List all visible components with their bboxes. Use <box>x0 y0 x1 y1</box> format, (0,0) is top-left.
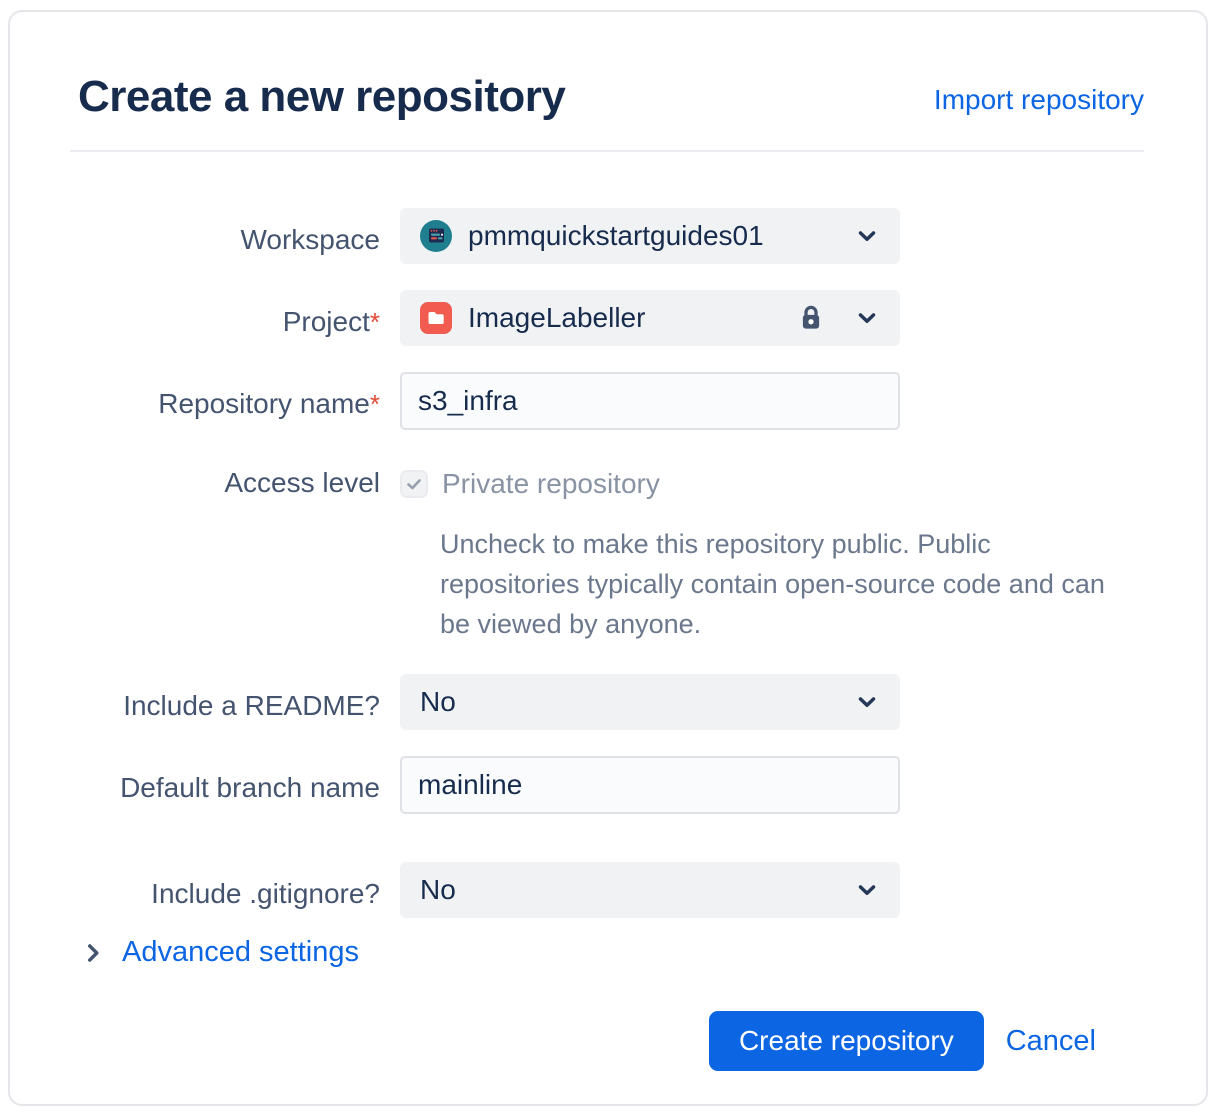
create-repository-form: Workspace pmmquickstartguides01 <box>70 208 1144 918</box>
project-label: Project* <box>282 306 380 337</box>
include-gitignore-select[interactable]: No <box>400 862 900 918</box>
create-repository-dialog: Create a new repository Import repositor… <box>8 10 1208 1106</box>
header-divider <box>70 150 1144 152</box>
project-folder-icon <box>420 302 452 334</box>
project-select[interactable]: ImageLabeller <box>400 290 900 346</box>
required-asterisk: * <box>369 307 380 337</box>
include-gitignore-label: Include .gitignore? <box>151 878 380 909</box>
cancel-button[interactable]: Cancel <box>1005 1024 1096 1057</box>
project-row: Project* ImageLabeller <box>70 290 1144 346</box>
page-title: Create a new repository <box>78 72 566 121</box>
create-repository-button[interactable]: Create repository <box>708 1011 984 1071</box>
chevron-down-icon <box>858 697 876 707</box>
repository-name-label: Repository name* <box>158 388 380 419</box>
workspace-select[interactable]: pmmquickstartguides01 <box>400 208 900 264</box>
advanced-settings-label: Advanced settings <box>122 936 359 968</box>
workspace-label: Workspace <box>240 224 380 255</box>
required-asterisk: * <box>369 389 380 419</box>
default-branch-row: Default branch name <box>70 756 1144 814</box>
checkmark-icon <box>407 479 421 490</box>
repository-name-input[interactable] <box>400 372 900 430</box>
access-level-help-text: Uncheck to make this repository public. … <box>440 529 1105 639</box>
repository-name-row: Repository name* <box>70 372 1144 430</box>
workspace-avatar-icon <box>420 220 452 252</box>
chevron-down-icon <box>858 231 876 241</box>
advanced-settings-toggle[interactable]: Advanced settings <box>80 936 1144 969</box>
dialog-actions: Create repository Cancel <box>70 1011 1144 1071</box>
lock-icon <box>802 305 820 329</box>
chevron-right-icon <box>88 943 99 962</box>
access-level-row: Access level Private repository Uncheck … <box>70 462 1144 644</box>
chevron-down-icon <box>858 313 876 323</box>
include-gitignore-value: No <box>420 874 456 905</box>
include-readme-row: Include a README? No <box>70 674 1144 730</box>
include-readme-value: No <box>420 686 456 717</box>
access-level-label: Access level <box>224 467 380 498</box>
private-repository-label: Private repository <box>442 468 660 499</box>
default-branch-input[interactable] <box>400 756 900 814</box>
dialog-header: Create a new repository Import repositor… <box>70 72 1144 122</box>
workspace-row: Workspace pmmquickstartguides01 <box>70 208 1144 264</box>
workspace-value: pmmquickstartguides01 <box>468 220 764 251</box>
default-branch-label: Default branch name <box>120 772 380 803</box>
include-gitignore-row: Include .gitignore? No <box>70 862 1144 918</box>
project-value: ImageLabeller <box>468 302 646 333</box>
private-repository-checkbox[interactable] <box>400 470 428 498</box>
chevron-down-icon <box>858 885 876 895</box>
include-readme-label: Include a README? <box>123 690 380 721</box>
import-repository-link[interactable]: Import repository <box>933 84 1144 115</box>
include-readme-select[interactable]: No <box>400 674 900 730</box>
